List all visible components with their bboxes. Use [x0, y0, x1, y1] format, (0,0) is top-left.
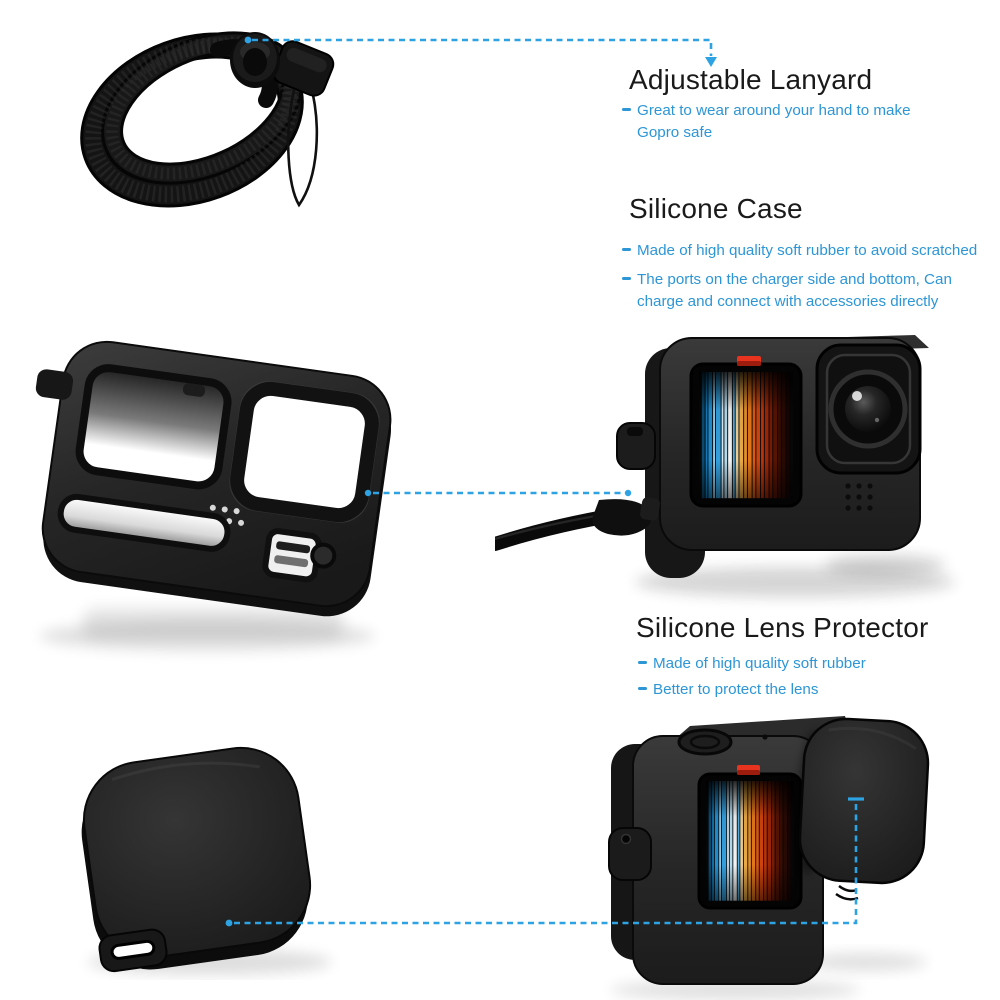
- silicone-case-photo: [22, 336, 412, 666]
- bullet-dash-icon: [638, 661, 647, 664]
- section-title-adjustable-lanyard: Adjustable Lanyard: [629, 64, 873, 95]
- case-bullet-1: Made of high quality soft rubber to avoi…: [622, 240, 994, 262]
- lens-cap-photo: [60, 730, 340, 980]
- section-title-silicone-case: Silicone Case: [629, 193, 803, 224]
- camera-in-case-photo: [495, 330, 975, 650]
- case-bullet-2: The ports on the charger side and bottom…: [622, 269, 994, 312]
- lens-bullet-1: Made of high quality soft rubber: [638, 653, 968, 675]
- bullet-dash-icon: [622, 277, 631, 280]
- section-title-silicone-lens-protector: Silicone Lens Protector: [636, 612, 929, 643]
- bullet-dash-icon: [622, 108, 631, 111]
- bullet-dash-icon: [638, 687, 647, 690]
- lanyard-bullet-1: Great to wear around your hand to make G…: [622, 100, 952, 143]
- adjustable-lanyard-photo: [58, 8, 378, 223]
- lens-bullet-2: Better to protect the lens: [638, 679, 968, 701]
- bullet-dash-icon: [622, 248, 631, 251]
- camera-with-cap-photo: [595, 700, 940, 1000]
